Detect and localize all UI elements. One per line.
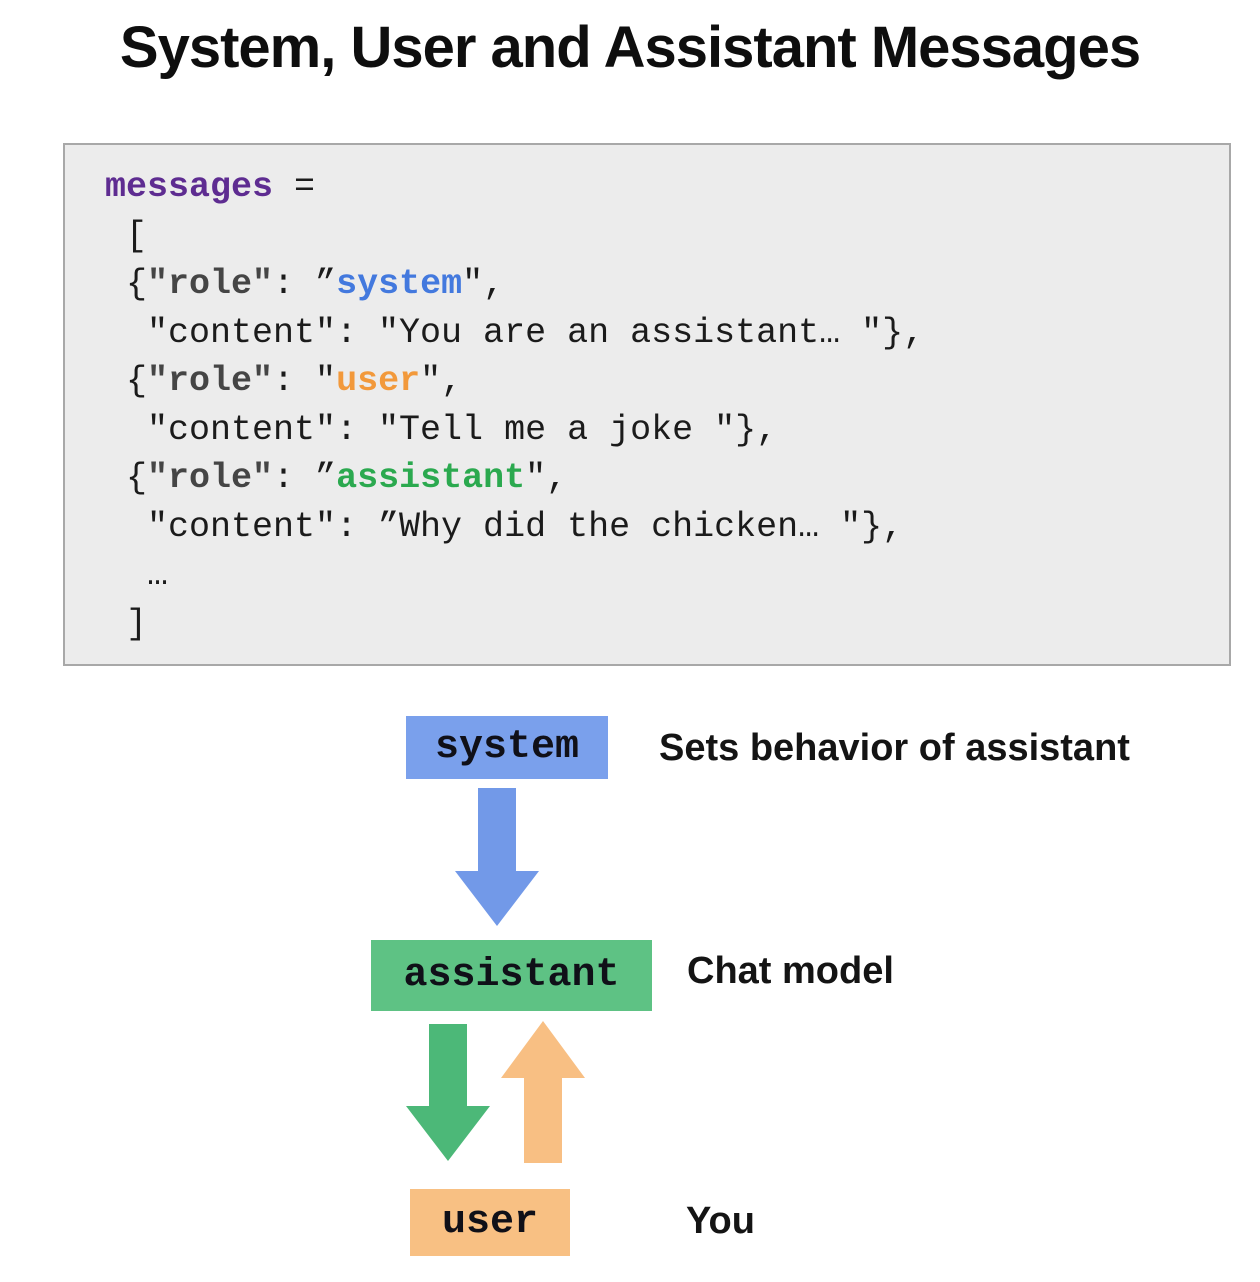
arrow-assistant-to-user-icon <box>406 1024 490 1161</box>
code-line: … <box>105 555 169 595</box>
code-line: {"role": ”system", <box>105 264 505 304</box>
code-line: {"role": ”assistant", <box>105 458 568 498</box>
code-line: "content": "You are an assistant… "}, <box>105 312 925 353</box>
code-line: "content": ”Why did the chicken… "}, <box>105 506 904 547</box>
node-assistant-description: Chat model <box>687 950 894 992</box>
node-system: system <box>406 716 608 779</box>
node-user-label: user <box>441 1200 538 1245</box>
code-line: "content": "Tell me a joke "}, <box>105 409 778 450</box>
arrow-user-to-assistant-icon <box>501 1021 585 1163</box>
code-line: messages = <box>105 167 316 207</box>
node-system-description: Sets behavior of assistant <box>659 727 1130 769</box>
code-block: messages = [ {"role": ”system", "content… <box>63 143 1231 666</box>
node-system-label: system <box>434 725 580 770</box>
code-line: [ <box>105 215 148 256</box>
code-lines: messages = [ {"role": ”system", "content… <box>105 163 1221 648</box>
node-assistant-label: assistant <box>403 953 620 998</box>
node-user-description: You <box>686 1200 755 1242</box>
code-line: ] <box>105 603 148 644</box>
page-title: System, User and Assistant Messages <box>119 15 1141 80</box>
arrow-system-to-assistant-icon <box>455 788 539 926</box>
node-assistant: assistant <box>371 940 652 1011</box>
code-line: {"role": "user", <box>105 361 463 401</box>
node-user: user <box>410 1189 570 1256</box>
